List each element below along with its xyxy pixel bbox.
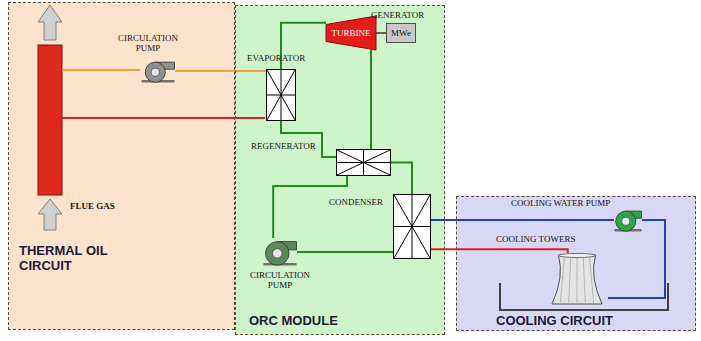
- pump-hub: [273, 249, 282, 258]
- tower-slat: [569, 256, 571, 303]
- region-title: ORC MODULE: [249, 313, 338, 328]
- tower-slat: [560, 256, 564, 303]
- component-label: COOLING WATER PUMP: [511, 198, 610, 208]
- heat-exchanger: CONDENSER: [393, 194, 431, 259]
- shape-text: TURBINE: [326, 16, 376, 50]
- pump-symbol-outline: [614, 208, 642, 232]
- pipe-connector: [297, 252, 393, 253]
- pipe-line: [431, 219, 614, 221]
- tower-slat: [589, 256, 593, 303]
- exchanger-frame: [394, 195, 431, 259]
- region-box: COOLING CIRCUITCOOLING WATER PUMPCOOLING…: [456, 196, 696, 331]
- exchanger-frame: [267, 70, 296, 121]
- shape-text: MWe: [386, 23, 416, 43]
- cooling-tower-symbol: COOLING TOWERS: [546, 253, 608, 306]
- pipe-connector: [371, 50, 372, 149]
- pipe-line: [608, 220, 665, 298]
- cooling-region-fill: [456, 196, 696, 331]
- exchanger-cross: [267, 70, 295, 120]
- pipe-line: [370, 50, 372, 149]
- component-label: EVAPORATOR: [247, 53, 305, 63]
- pump-symbol: CIRCULATION PUMP: [263, 238, 297, 266]
- component-label: REGENERATOR: [251, 141, 316, 151]
- component-label: CIRCULATION PUMP: [249, 270, 311, 290]
- tower-rim: [558, 254, 595, 258]
- component-label: COOLING TOWERS: [496, 234, 575, 244]
- pipe-connector: [281, 121, 336, 157]
- heat-exchanger-outline: [393, 194, 431, 259]
- pump-symbol-outline: [141, 59, 175, 83]
- thermal-region-fill: [8, 2, 235, 330]
- pipe-connector: [175, 71, 266, 72]
- flow-label: FLUE GAS: [70, 201, 115, 211]
- pipe-line: [431, 249, 568, 253]
- pump-symbol: CIRCULATION PUMP: [141, 59, 175, 83]
- heat-exchanger: EVAPORATOR: [266, 69, 296, 121]
- tower-slat: [577, 256, 578, 303]
- region-title: COOLING CIRCUIT: [496, 313, 613, 328]
- exchanger-cross: [394, 195, 430, 258]
- pump-casing: [616, 211, 636, 231]
- orc-region-fill: [235, 5, 445, 335]
- thermal-oil-line: [62, 69, 140, 71]
- component-label: GENERATOR: [371, 10, 424, 20]
- heat-exchanger: REGENERATOR: [336, 149, 391, 176]
- pump-symbol-outline: [263, 238, 297, 266]
- pump-casing: [266, 242, 290, 266]
- pipe-connector: [431, 249, 568, 253]
- turbine-body: [326, 16, 376, 50]
- pipe-connector: [273, 176, 347, 238]
- pump-hub: [622, 217, 630, 225]
- exchanger-frame: [337, 150, 391, 176]
- component-label: CONDENSER: [329, 197, 383, 207]
- pipe-line: [391, 163, 412, 195]
- pipe-connector: [391, 163, 412, 195]
- component-label: CIRCULATION PUMP: [117, 33, 179, 53]
- pipe-line: [376, 32, 386, 34]
- turbine-symbol: TURBINE: [326, 16, 376, 50]
- region-box: ORC MODULEEVAPORATORTURBINEGENERATORMWeR…: [235, 5, 445, 335]
- pipe-line: [175, 70, 266, 72]
- pump-casing: [145, 62, 165, 82]
- pipe-line: [273, 176, 347, 238]
- heater-column: [38, 45, 62, 195]
- flue-gas-out-arrow: [38, 5, 62, 40]
- heat-exchanger-outline: [266, 69, 296, 121]
- pump-symbol: COOLING WATER PUMP: [614, 208, 642, 232]
- generator-box: GENERATORMWe: [386, 23, 416, 43]
- cooling-tower-symbol-outline: [546, 253, 608, 306]
- pipe-connector: [431, 220, 614, 221]
- exchanger-cross: [337, 150, 390, 175]
- pipe-connector: [608, 220, 665, 298]
- region-box: THERMAL OIL CIRCUIT CIRCULATION PUMP: [8, 2, 235, 330]
- region-title: THERMAL OIL CIRCUIT: [19, 243, 144, 273]
- pipe-connector: [376, 33, 386, 34]
- heat-exchanger-outline: [336, 149, 391, 176]
- tower-slat: [583, 256, 585, 303]
- pipe-line: [297, 251, 393, 253]
- pipe-line: [281, 121, 336, 157]
- tower-shell: [552, 255, 602, 304]
- generator-body: [387, 24, 416, 43]
- pump-hub: [151, 68, 159, 76]
- flue-gas-in-arrow: [38, 199, 62, 230]
